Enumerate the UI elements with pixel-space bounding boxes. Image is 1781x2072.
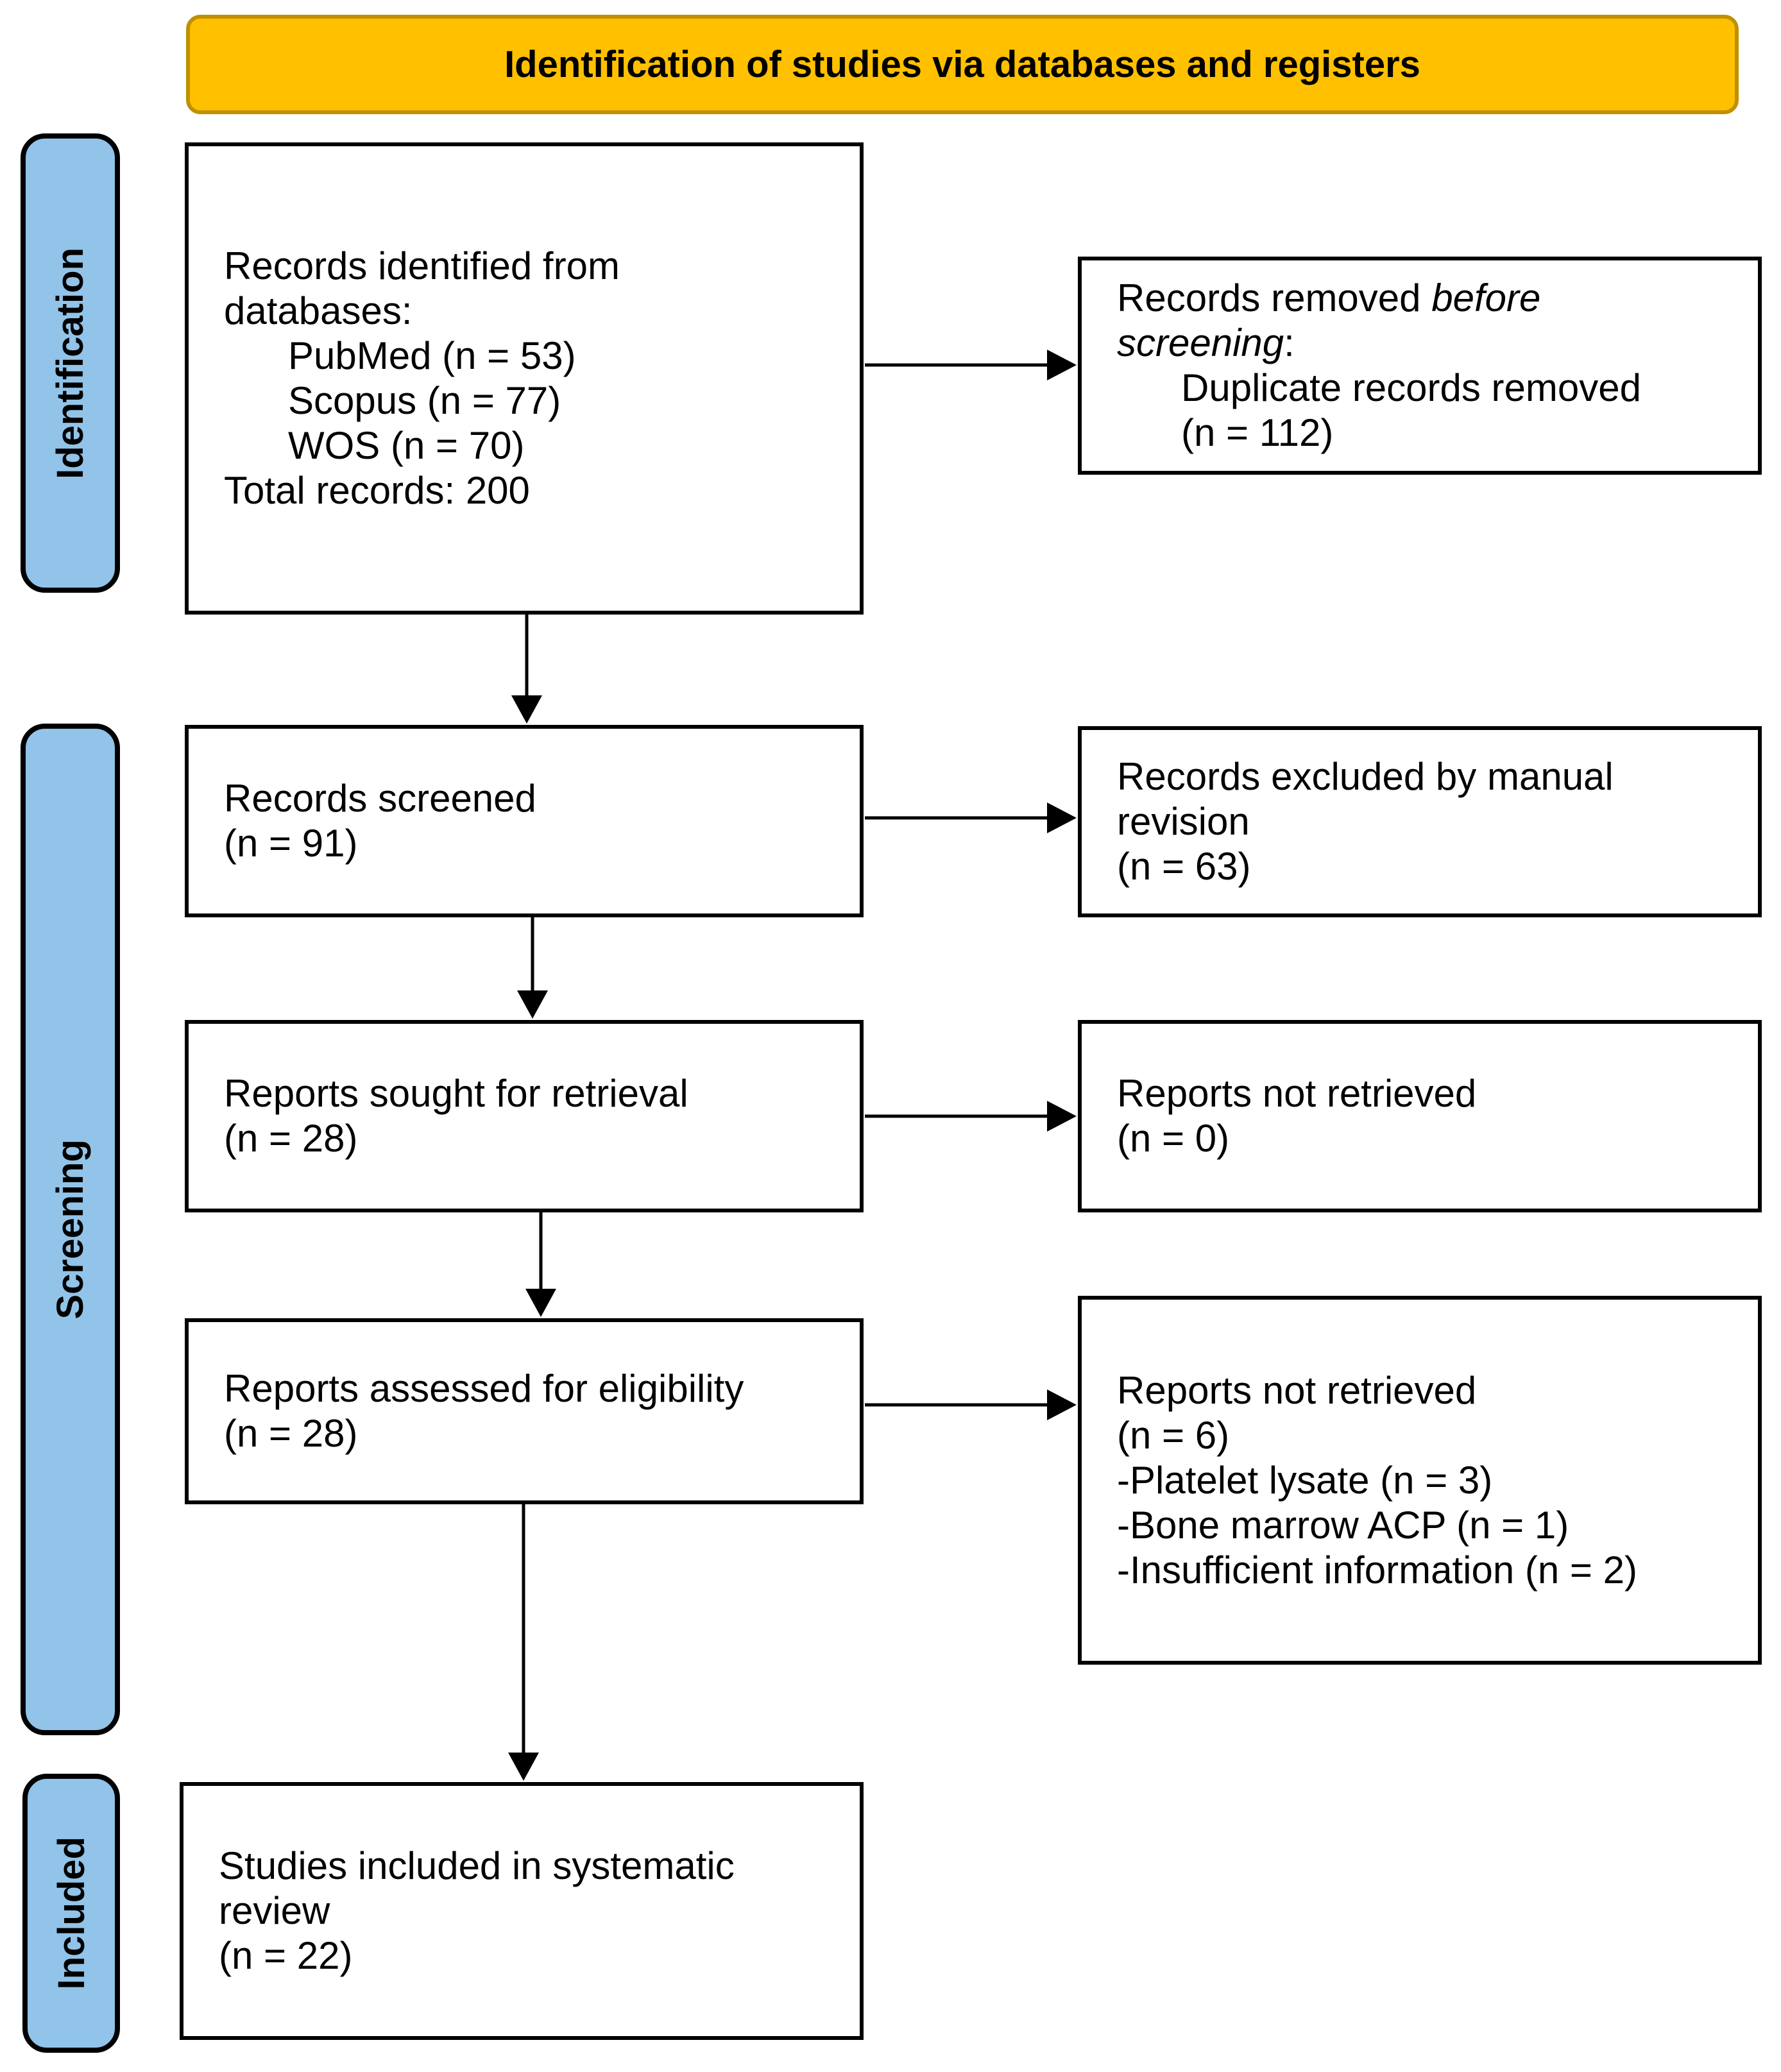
box-text-line: revision	[1117, 800, 1250, 843]
box-text-line: Duplicate records removed	[1181, 366, 1641, 409]
box-text-line: (n = 112)	[1181, 411, 1334, 454]
arrow-screened-to-excluded	[865, 802, 1077, 833]
box-text-line: Records identified from	[224, 244, 620, 287]
box-text-line: (n = 28)	[224, 1412, 358, 1455]
arrow-sought-to-assessed	[525, 1211, 556, 1317]
box-text-line: -Platelet lysate (n = 3)	[1117, 1458, 1493, 1502]
stage-bar-identification: Identification	[21, 133, 120, 593]
stage-label-screening: Screening	[49, 1139, 91, 1320]
stage-bar-included: Included	[22, 1774, 120, 2053]
box-text-line: Reports sought for retrieval	[224, 1072, 688, 1115]
box-text-line: -Bone marrow ACP (n = 1)	[1117, 1503, 1569, 1547]
box-text-line: databases:	[224, 289, 413, 332]
box-text-line: (n = 63)	[1117, 845, 1251, 888]
box-text-line: (n = 22)	[219, 1934, 353, 1977]
box-text-line: review	[219, 1889, 330, 1932]
box-text-line: -Insufficient information (n = 2)	[1117, 1548, 1637, 1592]
box-text-line: (n = 28)	[224, 1117, 358, 1160]
box-text-line: Total records: 200	[224, 469, 530, 512]
box-reports-excluded-eligibility: Reports not retrieved (n = 6) -Platelet …	[1078, 1296, 1762, 1665]
box-studies-included: Studies included in systematic review (n…	[180, 1782, 864, 2040]
box-text-line: (n = 91)	[224, 822, 358, 865]
box-text-line: Reports not retrieved	[1117, 1072, 1477, 1115]
arrow-screened-to-sought	[517, 916, 548, 1019]
box-text-line: WOS (n = 70)	[288, 424, 525, 467]
arrow-identified-to-screened	[511, 615, 542, 724]
box-text-line: Reports assessed for eligibility	[224, 1367, 744, 1410]
box-text-line: Records screened	[224, 777, 536, 820]
box-text-line: (n = 0)	[1117, 1117, 1230, 1160]
box-text-line: Records removed before	[1117, 276, 1541, 319]
box-text-line: screening:	[1117, 321, 1295, 364]
box-records-removed: Records removed before screening: Duplic…	[1078, 257, 1762, 475]
stage-bar-screening: Screening	[21, 724, 120, 1735]
box-text-line: Studies included in systematic	[219, 1844, 735, 1887]
box-text-line: PubMed (n = 53)	[288, 334, 576, 377]
stage-label-identification: Identification	[49, 247, 91, 479]
arrow-sought-to-notretrieved	[865, 1101, 1077, 1132]
diagram-title: Identification of studies via databases …	[504, 44, 1420, 85]
box-text-line: Records excluded by manual	[1117, 755, 1614, 798]
box-reports-not-retrieved: Reports not retrieved (n = 0)	[1078, 1020, 1762, 1212]
box-text-line: Reports not retrieved	[1117, 1368, 1477, 1412]
box-reports-assessed: Reports assessed for eligibility (n = 28…	[185, 1318, 864, 1504]
box-reports-sought: Reports sought for retrieval (n = 28)	[185, 1020, 864, 1212]
diagram-title-banner: Identification of studies via databases …	[186, 15, 1739, 114]
arrow-assessed-to-included	[508, 1503, 539, 1781]
box-records-excluded: Records excluded by manual revision (n =…	[1078, 726, 1762, 917]
box-records-screened: Records screened (n = 91)	[185, 725, 864, 917]
arrow-assessed-to-reportsexcluded	[865, 1389, 1077, 1420]
box-text-line: Scopus (n = 77)	[288, 379, 561, 422]
box-records-identified: Records identified from databases: PubMe…	[185, 142, 864, 615]
box-text-line: (n = 6)	[1117, 1413, 1230, 1457]
arrow-identified-to-removed	[865, 350, 1077, 380]
stage-label-included: Included	[50, 1837, 92, 1990]
